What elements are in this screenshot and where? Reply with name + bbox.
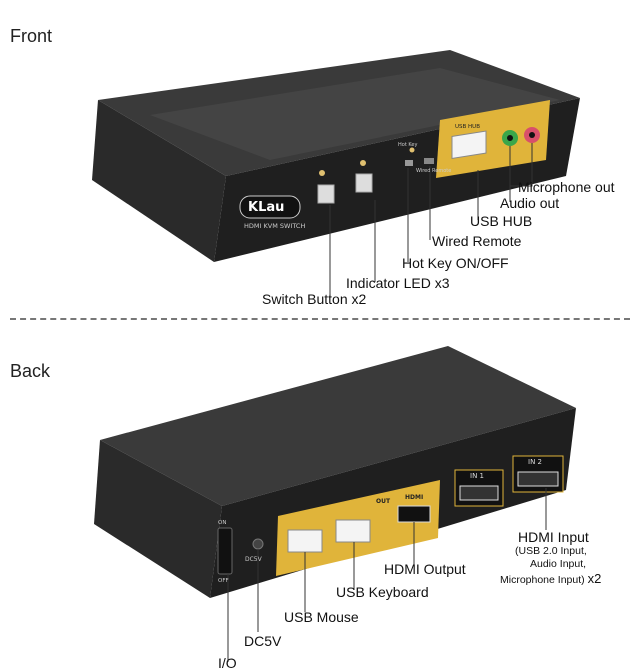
device-product-name: HDMI KVM SWITCH [244,222,306,230]
brand-badge [239,195,301,219]
callout-hdmi-input-note-1: (USB 2.0 Input, [515,545,587,557]
callout-hdmi-input-qty: x2 [587,571,602,586]
callout-hdmi-output: HDMI Output [384,561,466,577]
callout-dc5v: DC5V [244,633,282,649]
indicator-led-1 [319,170,325,176]
callout-hot-key: Hot Key ON/OFF [402,255,509,271]
indicator-led-2 [360,160,366,166]
section-divider [10,318,630,320]
device-in1-label: IN 1 [470,472,484,480]
callout-hdmi-input-note-3: Microphone Input) x2 [500,572,601,586]
callout-usb-keyboard: USB Keyboard [336,584,429,600]
device-dc5v-label: DC5V [245,556,262,563]
hdmi-output-port [397,505,431,523]
callout-hdmi-input-note-2: Audio Input, [530,558,587,570]
callout-hdmi-input-note-3-text: Microphone Input) [500,574,585,586]
device-brand: KLau [248,200,285,215]
back-device [94,346,576,662]
front-gold-panel [436,100,550,178]
callout-hdmi-input: HDMI Input [518,529,589,545]
callout-audio-out: Audio out [500,195,560,211]
back-section-title: Back [10,361,51,381]
callout-microphone-out: Microphone out [518,179,615,195]
callout-indicator-led: Indicator LED x3 [346,276,450,290]
indicator-led-3 [409,147,415,153]
usb-keyboard-port [335,519,371,543]
device-hdmi-label: HDMI [405,494,424,501]
hot-key-switch [405,160,413,166]
device-off-label: OFF [218,578,229,584]
front-device [92,50,580,298]
device-wired-remote-label: Wired Remote [416,168,452,174]
device-usb-hub-label: USB HUB [455,124,480,130]
callout-switch-button-text: Switch Button [262,291,348,307]
device-in2-label: IN 2 [528,458,542,466]
switch-button-1 [317,184,335,204]
callout-wired-remote: Wired Remote [432,233,522,249]
callout-usb-hub: USB HUB [470,213,533,229]
callout-switch-button: Switch Button x2 [262,292,366,306]
wired-remote-port [424,158,434,164]
device-on-label: ON [218,520,227,526]
usb-mouse-port [287,529,323,553]
power-switch [217,527,233,575]
usb-hub-port [451,130,487,159]
callout-io: I/O [218,655,237,671]
callout-indicator-led-text: Indicator LED [346,275,431,291]
callout-usb-mouse: USB Mouse [284,609,359,625]
dc5v-jack [252,538,264,550]
front-section-title: Front [10,26,53,46]
switch-button-2 [355,173,373,193]
device-out-label: OUT [376,498,391,505]
device-hot-key-label: Hot Key [398,142,418,148]
callout-switch-button-qty: x2 [351,291,367,307]
callout-indicator-led-qty: x3 [434,275,450,291]
